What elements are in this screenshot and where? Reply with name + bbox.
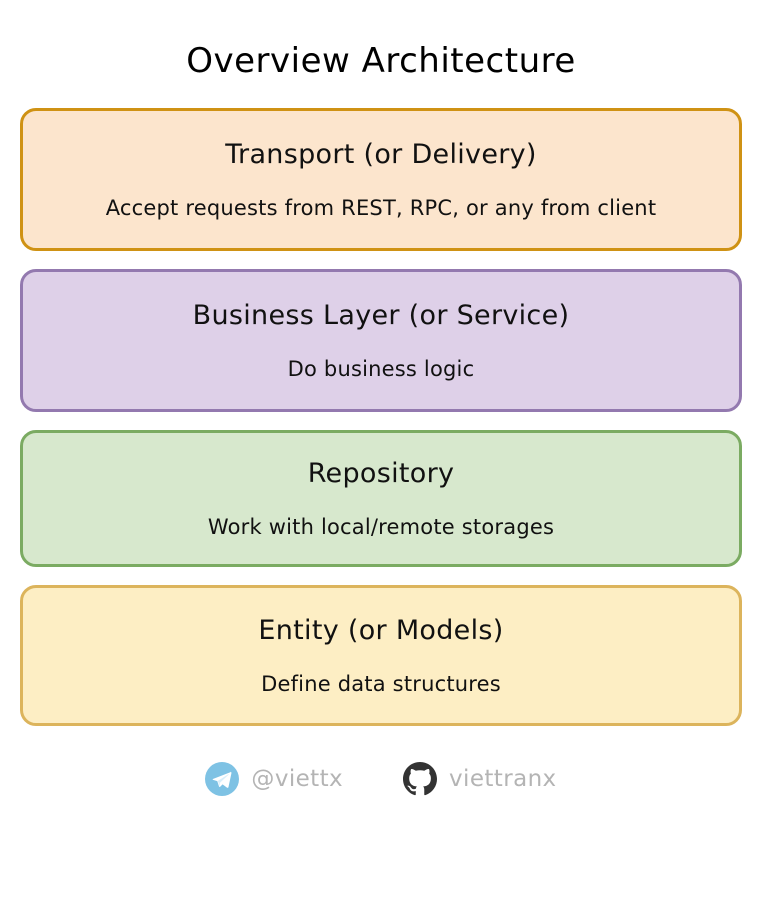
telegram-icon[interactable] — [205, 762, 240, 796]
social-telegram[interactable]: @viettx — [205, 762, 343, 796]
layer-card-entity: Entity (or Models) Define data structure… — [20, 585, 742, 726]
layer-title-entity: Entity (or Models) — [258, 614, 504, 646]
layer-card-business: Business Layer (or Service) Do business … — [20, 269, 742, 412]
page-title: Overview Architecture — [186, 41, 576, 81]
layer-description-entity: Define data structures — [261, 671, 501, 696]
social-github[interactable]: viettranx — [403, 762, 557, 796]
layer-card-repository: Repository Work with local/remote storag… — [20, 430, 742, 567]
layer-description-business: Do business logic — [287, 356, 475, 381]
github-icon[interactable] — [403, 762, 438, 796]
github-handle: viettranx — [449, 766, 557, 792]
layer-card-transport: Transport (or Delivery) Accept requests … — [20, 108, 742, 251]
layer-description-repository: Work with local/remote storages — [207, 514, 555, 539]
footer-social-row: @viettx viettranx — [0, 762, 762, 796]
layer-stack: Transport (or Delivery) Accept requests … — [20, 108, 742, 726]
layer-title-repository: Repository — [307, 457, 455, 489]
telegram-handle: @viettx — [251, 766, 344, 792]
layer-title-business: Business Layer (or Service) — [192, 299, 570, 331]
layer-description-transport: Accept requests from REST, RPC, or any f… — [105, 195, 657, 220]
layer-title-transport: Transport (or Delivery) — [225, 138, 537, 170]
